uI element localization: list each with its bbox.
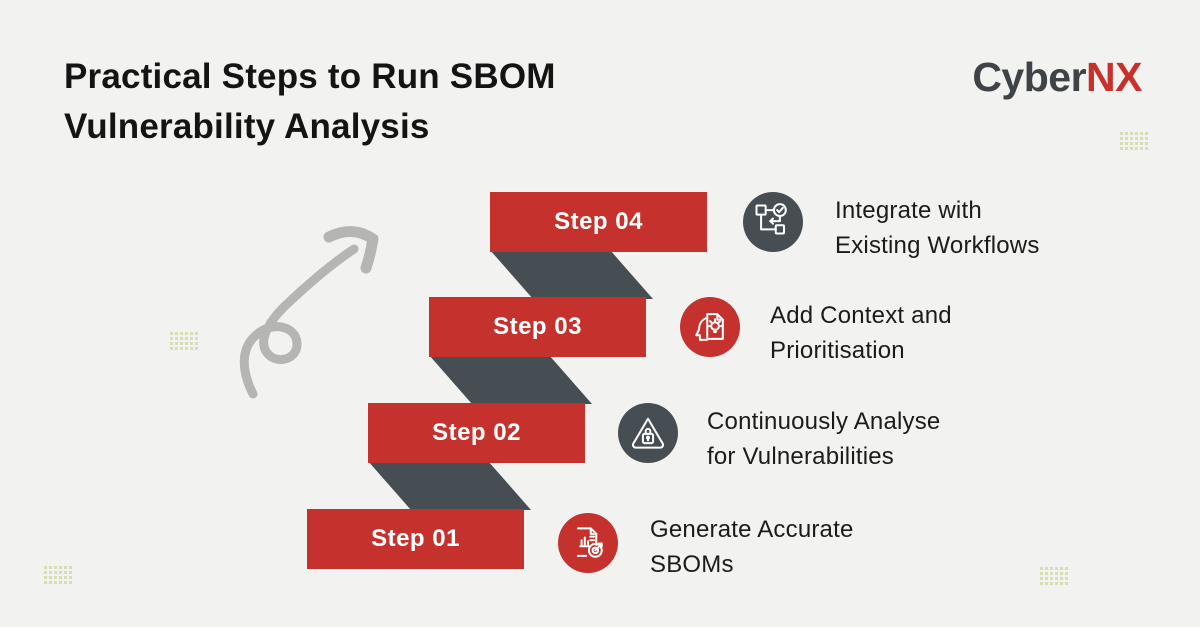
step-04-icon-circle	[743, 192, 803, 252]
step-01-icon-circle	[558, 513, 618, 573]
dot-grid-decoration	[1120, 132, 1148, 150]
step-01-description: Generate Accurate SBOMs	[650, 512, 854, 582]
step-03-description-line2: Prioritisation	[770, 337, 905, 364]
step-03-icon-circle	[680, 297, 740, 357]
step-02-icon-circle	[618, 403, 678, 463]
step-01-description-line1: Generate Accurate	[650, 516, 854, 543]
step-04-label: Step 04	[554, 208, 643, 235]
logo-text-nx: NX	[1086, 54, 1142, 100]
step-01-label: Step 01	[371, 525, 460, 552]
step-02-description: Continuously Analyse for Vulnerabilities	[707, 404, 940, 474]
dot-grid-decoration	[1040, 567, 1068, 585]
workflow-integration-icon	[755, 203, 787, 235]
context-head-idea-icon	[695, 313, 724, 341]
step-04-description-line2: Existing Workflows	[835, 232, 1040, 259]
step-04-description-line1: Integrate with	[835, 197, 982, 224]
step-02-label: Step 02	[432, 419, 521, 446]
vulnerability-warning-lock-icon	[631, 417, 665, 449]
step-03-label: Step 03	[493, 313, 582, 340]
dot-grid-decoration	[44, 566, 72, 584]
ribbon-fold	[368, 461, 531, 510]
page-title-line2: Vulnerability Analysis	[64, 107, 430, 146]
page-title: Practical Steps to Run SBOM Vulnerabilit…	[64, 52, 556, 152]
ribbon-fold	[429, 355, 592, 404]
step-02-description-line1: Continuously Analyse	[707, 408, 941, 435]
dot-grid-decoration	[170, 332, 198, 350]
step-03-description: Add Context and Prioritisation	[770, 298, 952, 368]
step-02-description-line2: for Vulnerabilities	[707, 443, 894, 470]
step-03-bar: Step 03	[429, 297, 646, 357]
step-01-bar: Step 01	[307, 509, 524, 569]
page-title-line1: Practical Steps to Run SBOM	[64, 57, 556, 96]
ribbon-fold	[490, 250, 653, 299]
cybernx-logo: CyberNX	[972, 54, 1142, 101]
sbom-document-target-icon	[576, 527, 603, 558]
step-04-bar: Step 04	[490, 192, 707, 252]
step-02-bar: Step 02	[368, 403, 585, 463]
curved-hand-drawn-arrow-icon	[239, 226, 379, 399]
step-04-description: Integrate with Existing Workflows	[835, 193, 1040, 263]
step-03-description-line1: Add Context and	[770, 302, 952, 329]
logo-text-cyber: Cyber	[972, 54, 1087, 100]
step-01-description-line2: SBOMs	[650, 551, 734, 578]
